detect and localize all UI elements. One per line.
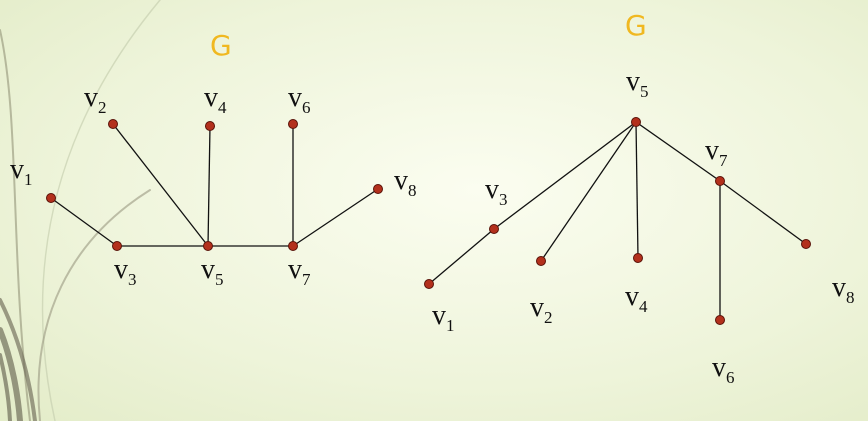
- edge-v5-v4: [635, 121, 639, 259]
- vertex-label-v6: v6: [712, 352, 735, 387]
- vertex-v4: [205, 121, 215, 131]
- vertex-v1: [424, 279, 434, 289]
- vertex-v8: [373, 184, 383, 194]
- edge-v5-v7: [635, 121, 721, 182]
- graph-title: G: [625, 9, 647, 42]
- vertex-v2: [536, 256, 546, 266]
- vertex-label-v3: v3: [114, 254, 137, 289]
- vertex-label-v5: v5: [626, 66, 649, 101]
- edge-v3-v1: [428, 228, 495, 285]
- vertex-label-v2: v2: [84, 82, 107, 117]
- vertex-label-v7: v7: [705, 135, 728, 170]
- edge-v5-v3: [493, 121, 637, 230]
- edge-v4-v5: [207, 125, 211, 247]
- vertex-label-v2: v2: [530, 292, 553, 327]
- vertex-label-v3: v3: [485, 174, 508, 209]
- vertex-v8: [801, 239, 811, 249]
- vertex-label-v5: v5: [201, 254, 224, 289]
- vertex-labels: v1 v2 v3 v4 v5 v6 v7 v8: [432, 66, 855, 387]
- vertex-label-v8: v8: [394, 165, 417, 200]
- edge-v7-v8: [292, 188, 379, 247]
- vertex-v5: [631, 117, 641, 127]
- edge-v7-v8: [719, 180, 807, 245]
- vertex-label-v4: v4: [625, 281, 648, 316]
- vertices: [424, 117, 811, 325]
- vertex-label-v1: v1: [432, 300, 455, 335]
- graph-left: G v1 v2 v3 v4 v5 v6 v7: [10, 29, 417, 289]
- vertex-labels: v1 v2 v3 v4 v5 v6 v7 v8: [10, 82, 417, 289]
- vertex-v3: [112, 241, 122, 251]
- vertex-v3: [489, 224, 499, 234]
- vertices: [46, 119, 383, 251]
- vertex-v4: [633, 253, 643, 263]
- vertex-v7: [288, 241, 298, 251]
- vertex-label-v8: v8: [832, 272, 855, 307]
- vertex-v1: [46, 193, 56, 203]
- vertex-v5: [203, 241, 213, 251]
- edges: [50, 123, 379, 247]
- vertex-v7: [715, 176, 725, 186]
- background-decoration: [0, 0, 161, 421]
- edge-v2-v5: [112, 123, 209, 247]
- vertex-label-v1: v1: [10, 154, 33, 189]
- vertex-label-v6: v6: [288, 82, 311, 117]
- vertex-v2: [108, 119, 118, 129]
- vertex-v6: [288, 119, 298, 129]
- vertex-label-v7: v7: [288, 254, 311, 289]
- edges: [428, 121, 807, 320]
- edge-v5-v2: [540, 121, 637, 262]
- vertex-label-v4: v4: [204, 82, 227, 117]
- graph-right: G v1 v2 v3 v4 v5 v6 v7: [424, 9, 855, 387]
- graph-title: G: [210, 29, 232, 62]
- vertex-v6: [715, 315, 725, 325]
- edge-v1-v3: [50, 197, 118, 247]
